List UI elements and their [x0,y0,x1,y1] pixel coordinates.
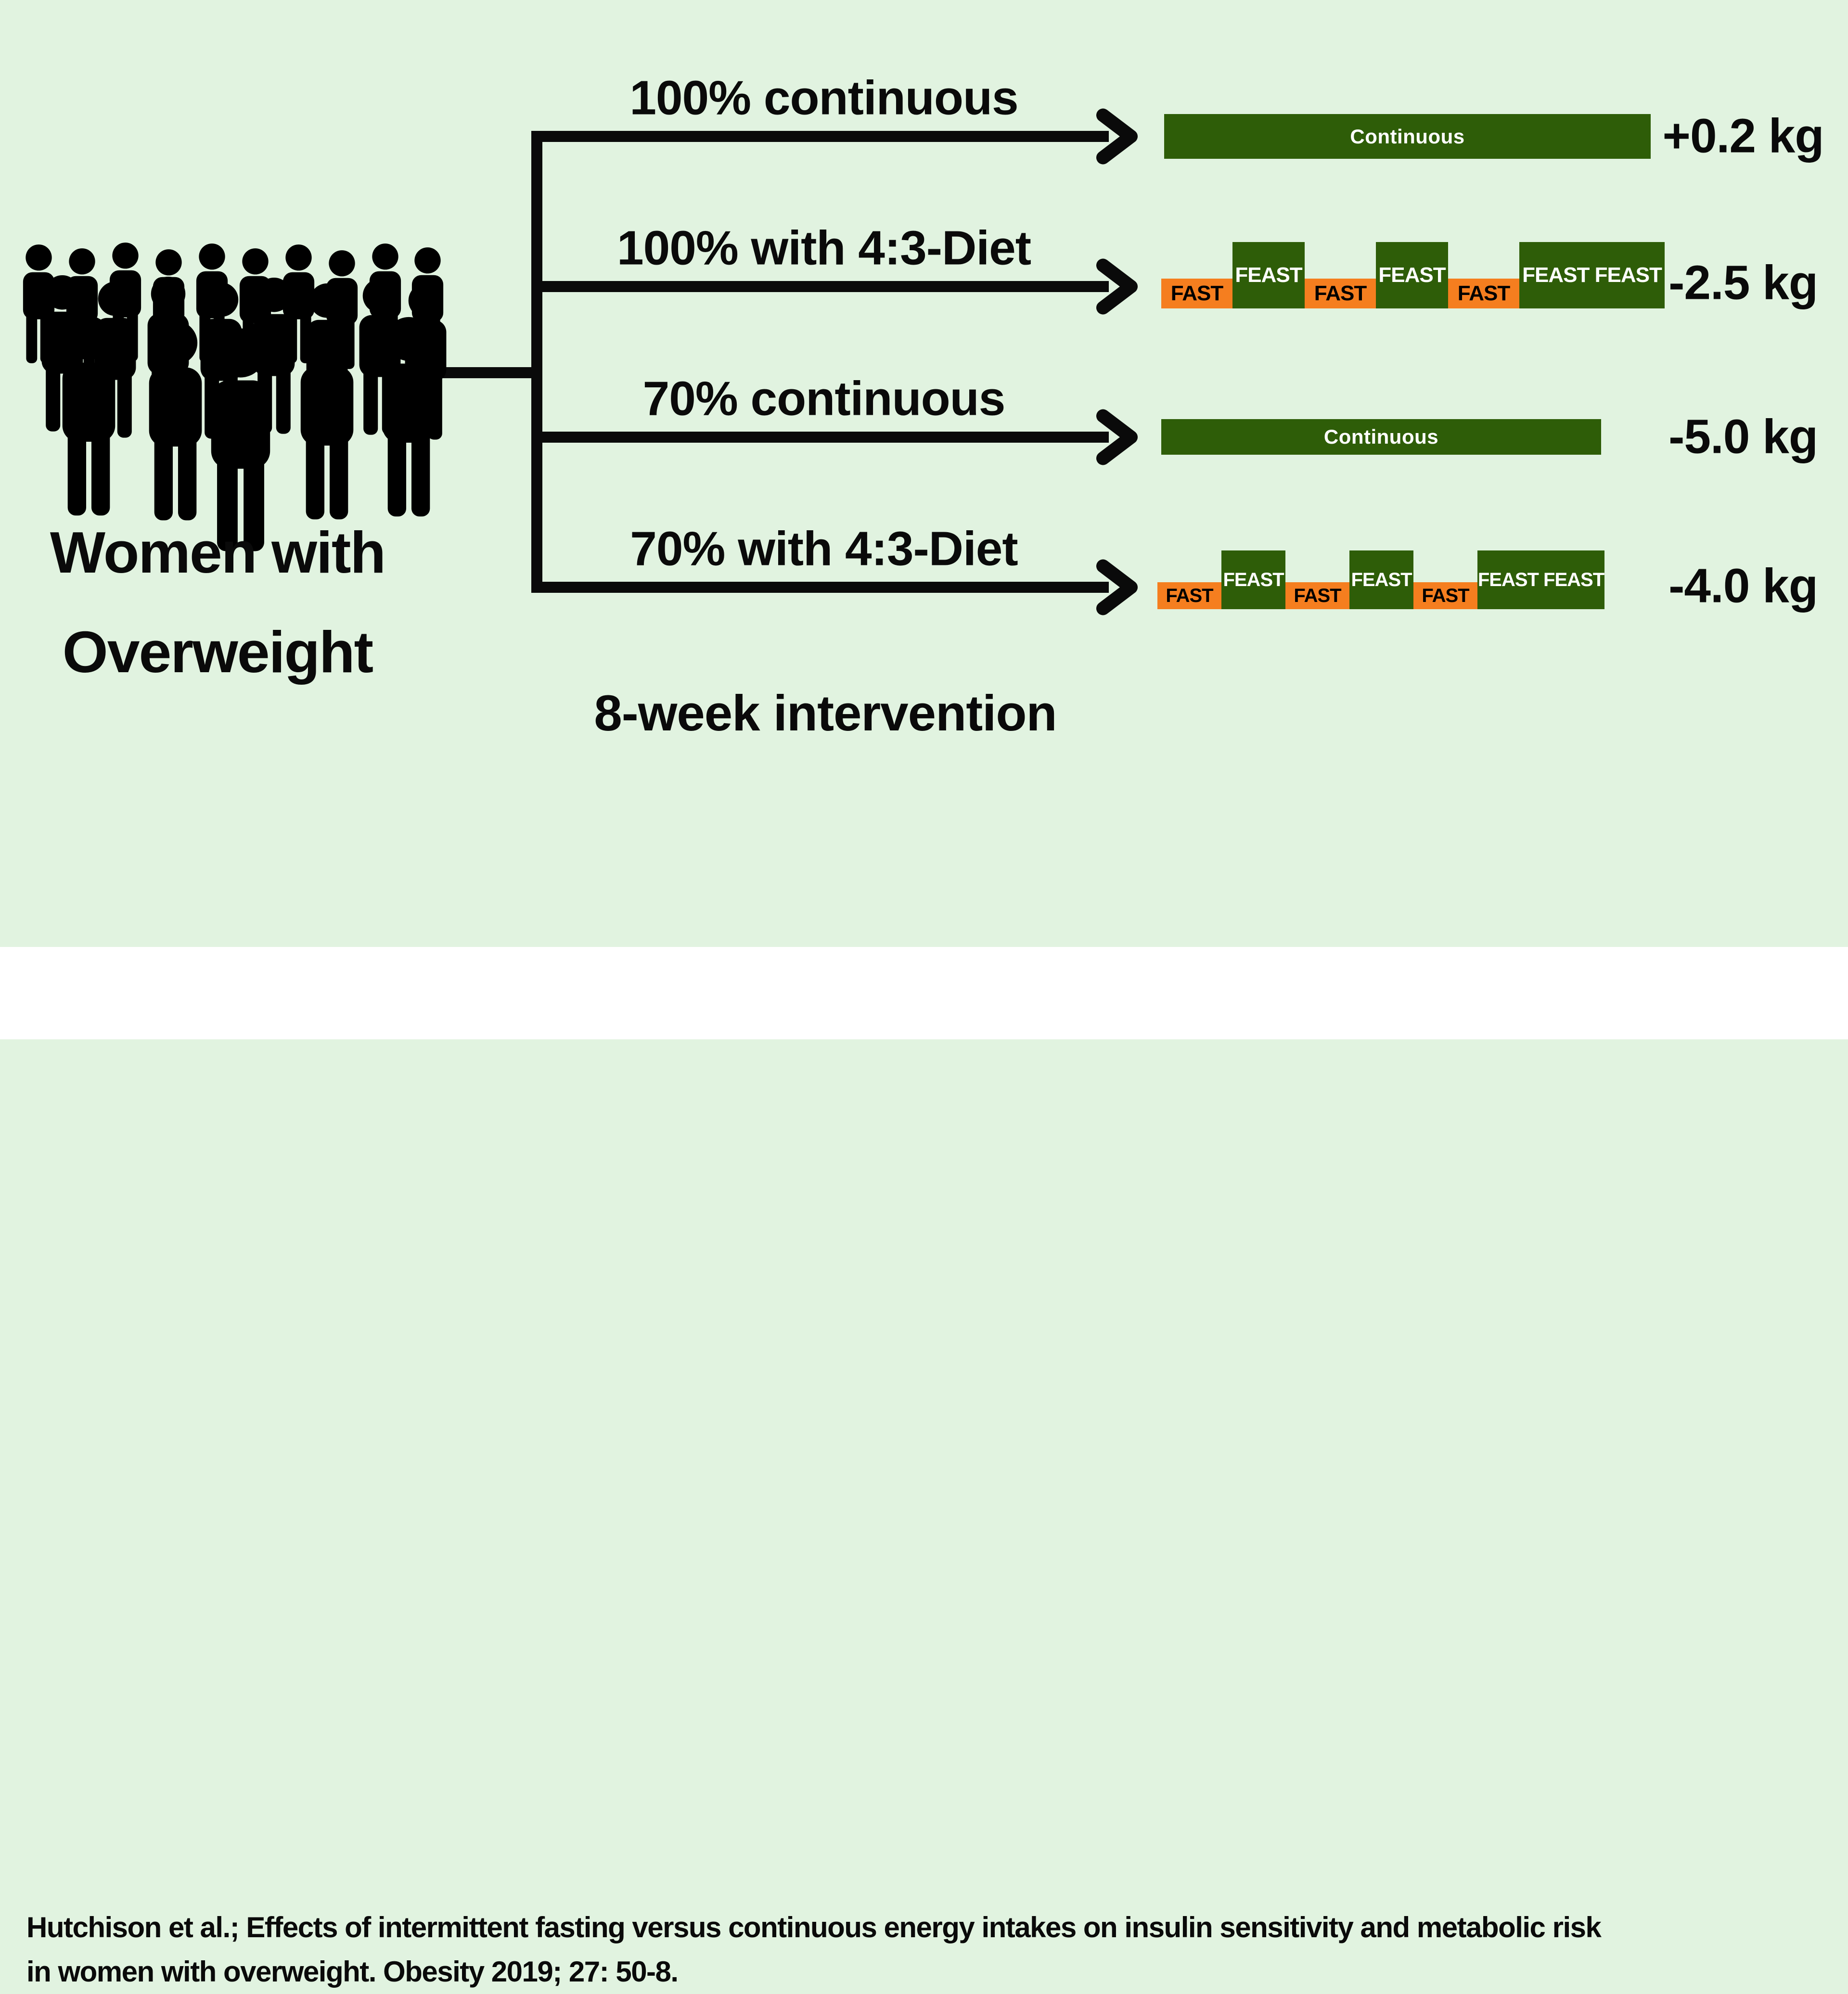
flow-tree [435,108,1138,615]
outcome-70-43-diet: -4.0 kg [1668,559,1818,613]
infographic-canvas: { "title": { "line1": "Women with", "lin… [0,71,1848,1988]
feast-feast-block: FEAST FEAST [1519,242,1665,308]
fast-block: FAST [1413,582,1477,609]
arrow-icon [1096,108,1138,165]
outcome-70-continuous: -5.0 kg [1668,409,1818,464]
feast-block: FEAST [1349,550,1413,609]
intervention-caption: 8-week intervention [594,685,1057,741]
fast-block: FAST [1157,582,1221,609]
branch-line-2 [531,281,1109,292]
continuous-bar-100: Continuous [1164,114,1651,159]
feast-feast-block: FEAST FEAST [1477,550,1604,609]
trunk-line [531,131,542,593]
population-label: Women with Overweight [50,503,386,702]
citation-line1: Hutchison et al.; Effects of intermitten… [26,1911,1602,1943]
branch-label-100-continuous: 100% continuous [629,71,1018,125]
fast-block: FAST [1161,279,1232,308]
feast-block: FEAST [1232,242,1305,308]
fast-block: FAST [1305,279,1376,308]
branch-line-1 [531,131,1109,142]
fast-block: FAST [1285,582,1349,609]
arrow-icon [1096,409,1138,465]
branch-label-100-43-diet: 100% with 4:3-Diet [616,221,1031,275]
arrow-icon [1096,258,1138,315]
continuous-bar-70-label: Continuous [1323,425,1439,448]
feast-block: FEAST [1221,550,1285,609]
branch-line-4 [531,582,1109,593]
fast-block: FAST [1448,279,1519,308]
branch-line-3 [531,432,1109,443]
branch-label-70-continuous: 70% continuous [642,371,1006,426]
crowd-connector-line [435,367,542,378]
outcome-100-43-diet: -2.5 kg [1668,256,1818,310]
tree-lines [435,131,1109,593]
feast-block: FEAST [1376,242,1448,308]
diet-blocks-100: FAST FEAST FAST FEAST FAST FEAST FEAST [1161,242,1665,308]
population-label-line1: Women with [50,520,386,585]
population-label-line2: Overweight [62,619,373,685]
outcome-100-continuous: +0.2 kg [1662,109,1824,163]
diet-blocks-70: FAST FEAST FAST FEAST FAST FEAST FEAST [1157,550,1604,609]
continuous-bar-70: Continuous [1161,419,1601,455]
branch-label-70-43-diet: 70% with 4:3-Diet [630,522,1018,576]
continuous-bar-100-label: Continuous [1350,125,1465,148]
citation-band: Hutchison et al.; Effects of intermitten… [0,947,1848,1988]
arrow-icon [1096,559,1138,615]
citation-line2: in women with overweight. Obesity 2019; … [26,1956,679,1988]
